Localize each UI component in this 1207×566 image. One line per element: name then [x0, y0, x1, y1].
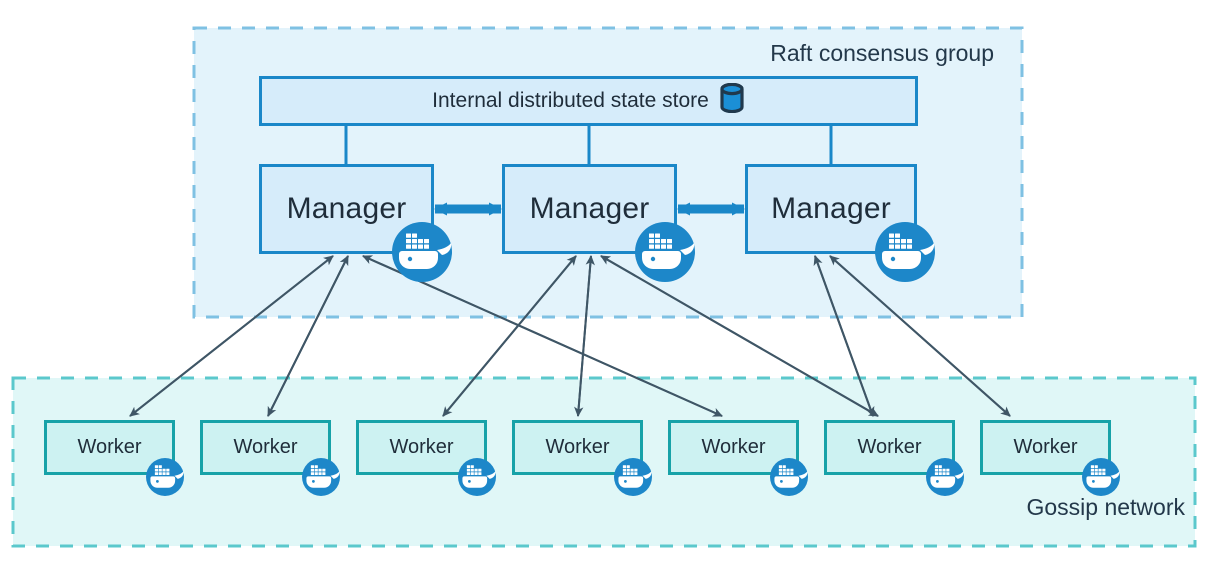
worker-node-2[interactable]: Worker	[200, 420, 331, 475]
worker-node-5-label: Worker	[701, 436, 766, 458]
gossip-link-arrow	[814, 255, 875, 417]
manager-node-3-label: Manager	[771, 192, 891, 225]
manager-node-2-label: Manager	[529, 192, 650, 225]
gossip-link-arrow	[267, 255, 349, 417]
docker-whale-icon	[1082, 458, 1120, 496]
gossip-link-arrow	[442, 255, 577, 417]
worker-node-6-label: Worker	[857, 436, 922, 458]
manager-node-1-label: Manager	[286, 192, 407, 225]
worker-node-7[interactable]: Worker	[980, 420, 1111, 475]
raft-group-label: Raft consensus group	[770, 40, 994, 66]
worker-node-4-label: Worker	[545, 436, 610, 458]
docker-whale-icon	[302, 458, 340, 496]
docker-whale-icon	[770, 458, 808, 496]
worker-node-7-label: Worker	[1013, 436, 1078, 458]
gossip-group-label: Gossip network	[1026, 494, 1185, 520]
worker-node-3-label: Worker	[389, 436, 454, 458]
manager-node-2[interactable]: Manager	[502, 164, 677, 254]
docker-whale-icon	[146, 458, 184, 496]
docker-whale-icon	[458, 458, 496, 496]
docker-whale-icon	[926, 458, 964, 496]
docker-whale-icon	[875, 222, 935, 282]
docker-whale-icon	[635, 222, 695, 282]
gossip-link-arrow	[600, 255, 879, 417]
gossip-link-arrow	[129, 255, 334, 417]
docker-whale-icon	[614, 458, 652, 496]
gossip-link-arrow	[362, 255, 723, 417]
docker-whale-icon	[392, 222, 452, 282]
worker-node-1-label: Worker	[77, 436, 142, 458]
database-cylinder-icon	[719, 82, 745, 119]
worker-node-2-label: Worker	[233, 436, 298, 458]
gossip-link-arrow	[829, 255, 1011, 417]
gossip-link-arrow	[574, 255, 592, 417]
state-store-box[interactable]: Internal distributed state store	[259, 76, 918, 126]
state-store-box-label: Internal distributed state store	[432, 89, 709, 112]
